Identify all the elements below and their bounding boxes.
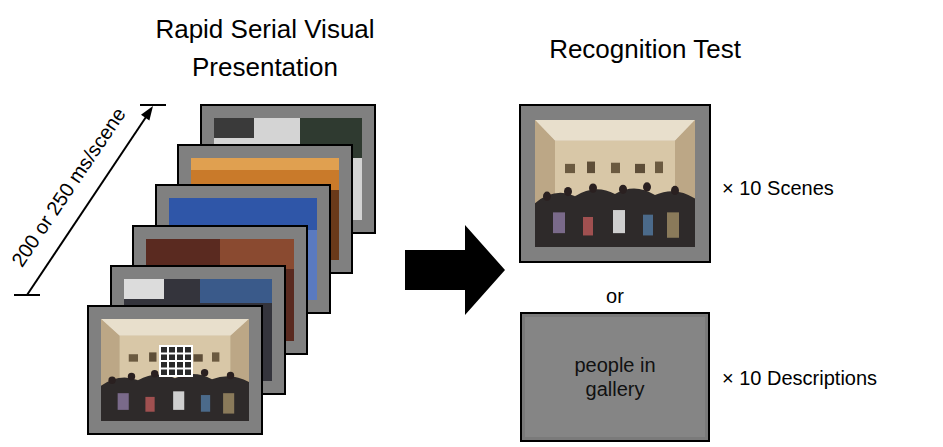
scene-frame — [88, 306, 262, 434]
panel-heading: Recognition Test — [500, 30, 790, 68]
panel-heading: Rapid Serial Visual Presentation — [125, 10, 405, 86]
annotation-label: × 10 Scenes — [722, 176, 834, 200]
duration-label: 200 or 250 ms/scene — [6, 103, 130, 271]
description-box: people in gallery — [520, 312, 710, 442]
annotation-label: × 10 Descriptions — [722, 366, 877, 390]
description-text: people in gallery — [559, 353, 671, 401]
flow-arrow — [405, 225, 505, 315]
annotation-label: or — [606, 284, 624, 308]
test-scene — [520, 105, 710, 262]
mask-grid — [160, 346, 192, 376]
